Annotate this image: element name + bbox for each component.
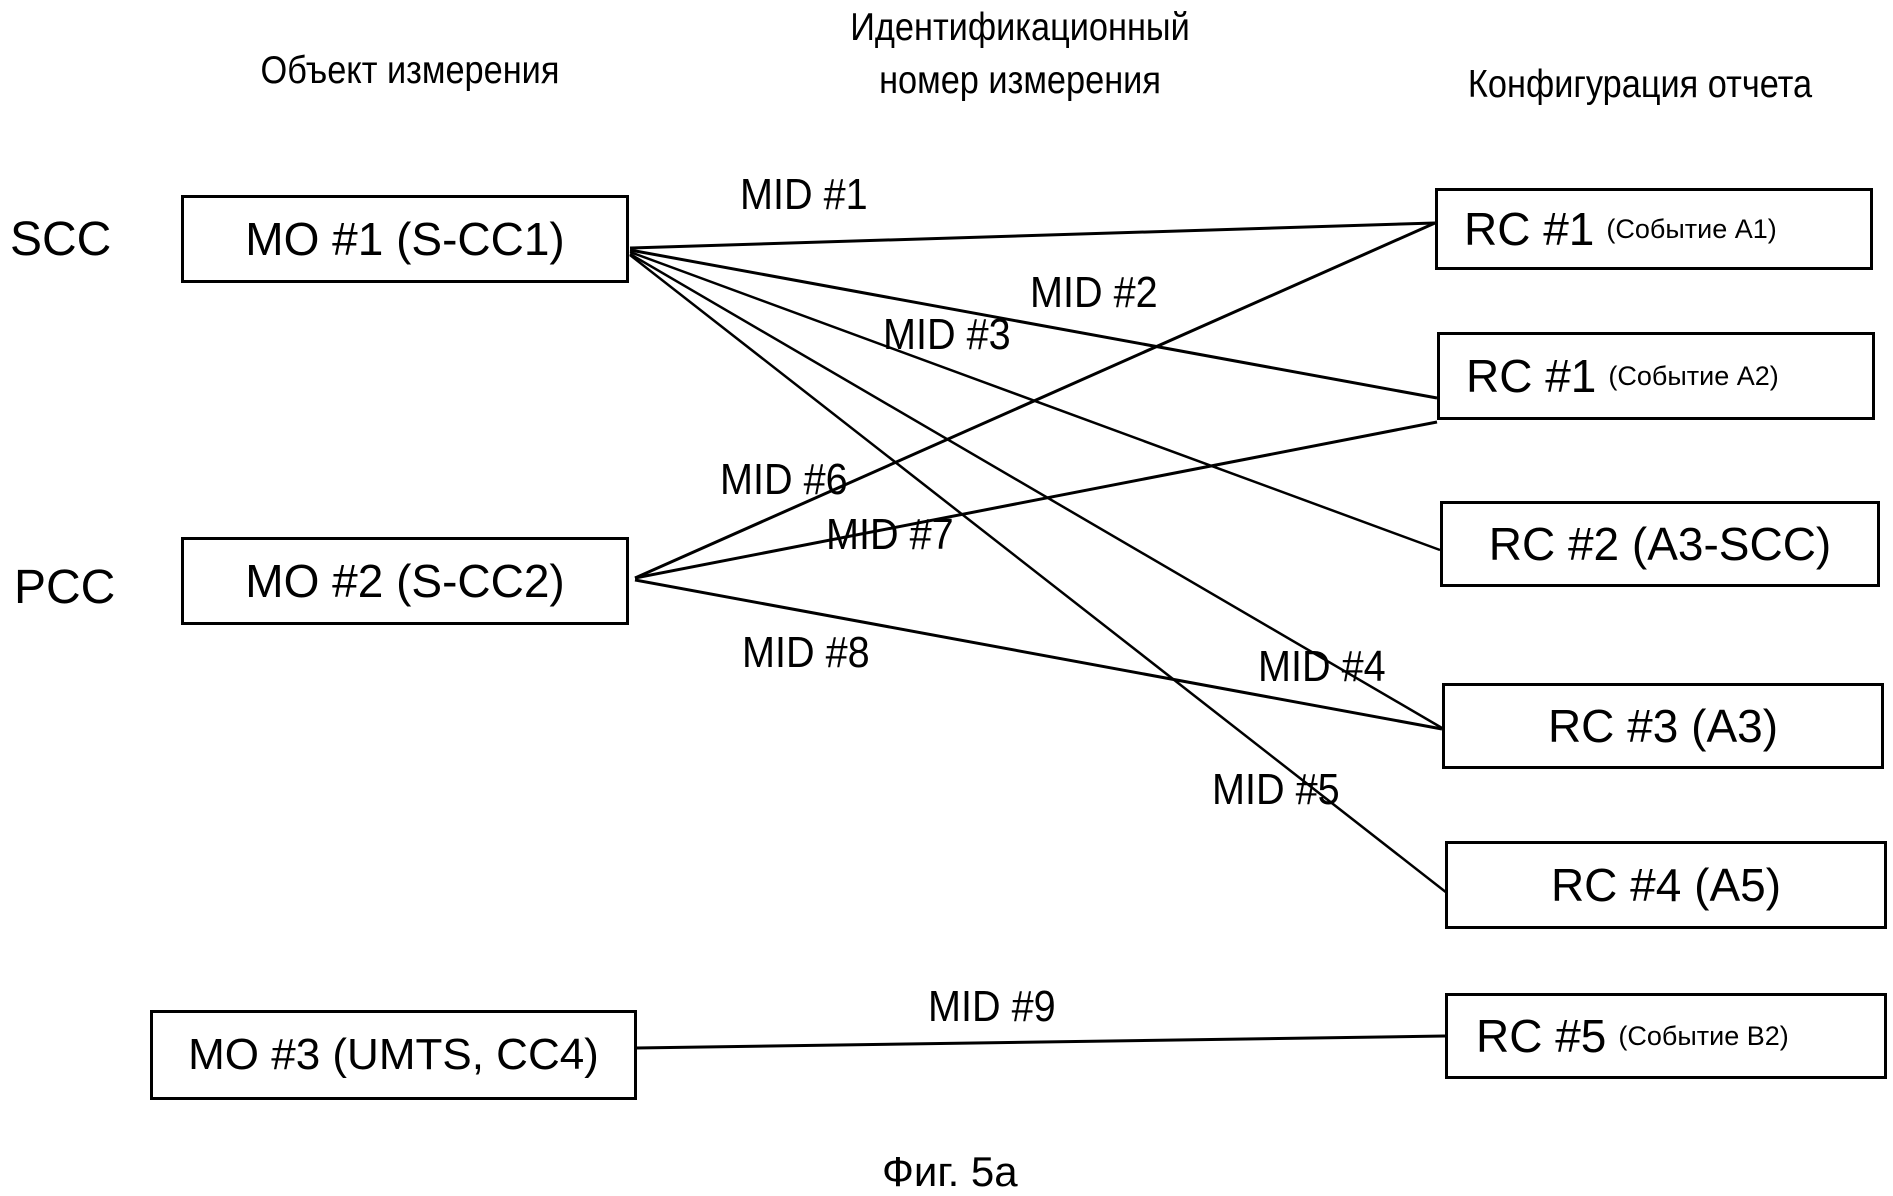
header-measurement-id-line2: номер измерения — [879, 59, 1161, 102]
rc-box-5-sub: (Событие B2) — [1618, 1020, 1789, 1051]
header-report-config: Конфигурация отчета — [1467, 63, 1813, 106]
rc-box-3: RC #3 (A3) — [1442, 683, 1884, 769]
mo-box-3: MO #3 (UMTS, CC4) — [150, 1010, 637, 1100]
link-label-mid5: MID #5 — [1212, 765, 1340, 814]
label-pcc: PCC — [14, 561, 116, 614]
rc-box-5-main: RC #5 — [1476, 1010, 1607, 1062]
link-line-mid4 — [629, 252, 1443, 730]
mo-box-2-label: MO #2 (S-CC2) — [245, 555, 565, 607]
rc-box-2: RC #2 (A3-SCC) — [1440, 501, 1880, 587]
rc-box-1-a2-sub: (Событие A2) — [1608, 360, 1779, 391]
link-label-mid8: MID #8 — [742, 628, 870, 677]
rc-box-1-a2-main: RC #1 — [1466, 350, 1597, 402]
link-line-mid7 — [634, 420, 1438, 580]
link-label-mid2: MID #2 — [1030, 268, 1158, 317]
link-label-mid4: MID #4 — [1258, 642, 1386, 691]
figure-caption: Фиг. 5a — [882, 1148, 1018, 1195]
rc-box-3-main: RC #3 (A3) — [1547, 700, 1779, 752]
link-line-mid8 — [634, 578, 1443, 731]
rc-box-5: RC #5 (Событие B2) — [1445, 993, 1887, 1079]
mo-box-3-label: MO #3 (UMTS, CC4) — [188, 1030, 599, 1079]
rc-box-1-a2: RC #1 (Событие A2) — [1437, 332, 1875, 420]
header-measurement-id-line1: Идентификационный — [850, 6, 1190, 49]
link-line-mid5 — [629, 254, 1448, 894]
link-line-mid9 — [635, 1034, 1446, 1050]
link-line-mid1 — [629, 221, 1436, 250]
rc-box-1-a1: RC #1 (Событие A1) — [1435, 188, 1873, 270]
link-line-mid2 — [629, 248, 1438, 400]
rc-box-1-a1-main: RC #1 — [1464, 203, 1595, 255]
link-label-mid3: MID #3 — [883, 310, 1011, 359]
link-label-mid7: MID #7 — [826, 510, 954, 559]
label-scc: SCC — [10, 213, 112, 266]
rc-box-2-main: RC #2 (A3-SCC) — [1488, 518, 1832, 570]
rc-box-4: RC #4 (A5) — [1445, 841, 1887, 929]
link-label-mid9: MID #9 — [928, 982, 1056, 1031]
link-label-mid1: MID #1 — [740, 170, 868, 219]
rc-box-4-main: RC #4 (A5) — [1550, 859, 1782, 911]
rc-box-1-a1-sub: (Событие A1) — [1606, 213, 1777, 244]
mo-box-1-label: MO #1 (S-CC1) — [245, 213, 565, 265]
mo-box-2: MO #2 (S-CC2) — [181, 537, 629, 625]
mo-box-1: MO #1 (S-CC1) — [181, 195, 629, 283]
link-label-mid6: MID #6 — [720, 455, 848, 504]
header-measurement-object: Объект измерения — [260, 49, 560, 92]
link-line-mid6 — [634, 221, 1436, 580]
